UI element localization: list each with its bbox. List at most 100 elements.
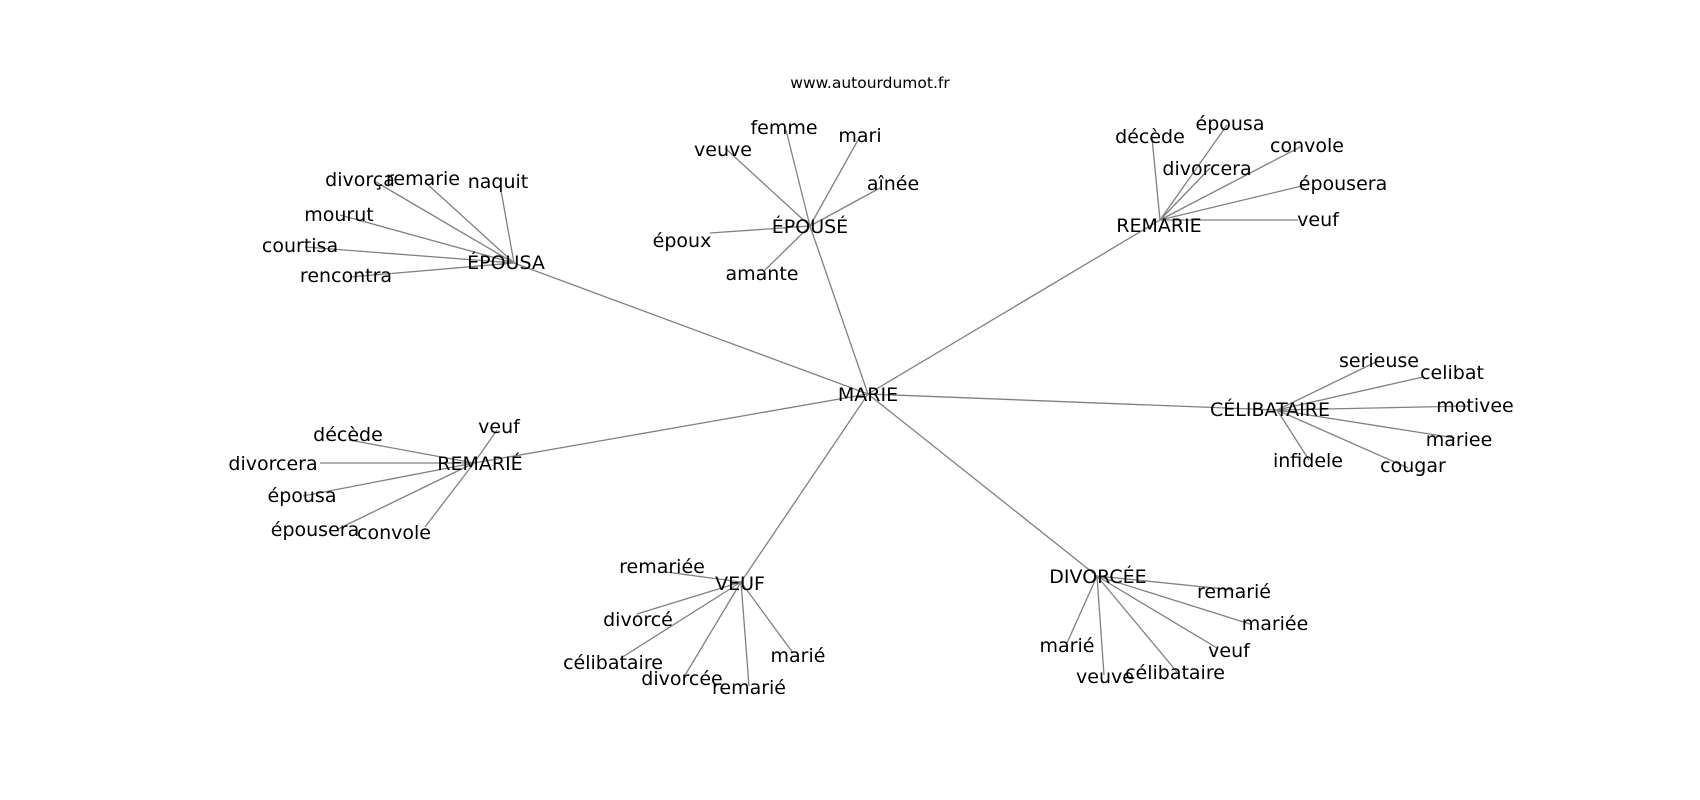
edge-center-epousa [513, 262, 869, 395]
leaf-node-celibataire-motivee[interactable]: motivee [1436, 395, 1513, 417]
leaf-node-epousa-remarie[interactable]: remarie [386, 168, 460, 190]
leaf-node-divorcee-veuf[interactable]: veuf [1208, 640, 1251, 662]
leaf-node-divorcee-celibataire[interactable]: célibataire [1125, 662, 1225, 684]
edge-epouse-amante [764, 225, 811, 271]
leaf-node-veuf-celibataire[interactable]: célibataire [563, 652, 663, 674]
hub-node-remarie[interactable]: REMARIE [1116, 215, 1201, 237]
hub-node-epouse[interactable]: ÉPOUSÉ [772, 215, 848, 238]
leaf-node-veuf-remarie[interactable]: remarié [712, 677, 786, 699]
edge-remarie-epousera [337, 462, 475, 530]
leaf-node-divorcee-mariee[interactable]: mariée [1242, 613, 1309, 635]
leaf-node-celibataire-cougar[interactable]: cougar [1380, 455, 1446, 477]
edge-epousa-remarie [424, 181, 515, 264]
leaf-node-remarie-convole[interactable]: convole [1270, 135, 1344, 157]
leaf-node-remarie-divorcera[interactable]: divorcera [228, 453, 317, 475]
leaf-node-celibataire-mariee[interactable]: mariee [1426, 429, 1493, 451]
edge-remarie-decede [348, 439, 475, 464]
edge-epouse-veuve [724, 147, 811, 227]
leaf-node-remarie-epousera[interactable]: épousera [271, 519, 359, 541]
edge-divorcee-veuf [1096, 575, 1218, 649]
leaf-node-veuf-divorce[interactable]: divorcé [603, 609, 673, 631]
edge-epousa-divorca [375, 181, 515, 264]
leaf-node-epousa-divorca[interactable]: divorça [325, 169, 395, 191]
edge-divorcee-remarie [1096, 575, 1235, 591]
edge-epouse-mari [809, 139, 859, 227]
leaf-node-remarie-veuf[interactable]: veuf [478, 416, 521, 438]
leaf-node-divorcee-remarie[interactable]: remarié [1197, 581, 1271, 603]
center-node[interactable]: MARIE [838, 384, 898, 406]
edge-celibataire-cougar [1276, 409, 1409, 469]
edge-epousa-rencontra [349, 262, 515, 278]
leaf-node-veuf-marie[interactable]: marié [771, 645, 826, 667]
leaf-node-celibataire-celibat[interactable]: celibat [1420, 362, 1484, 384]
edge-divorcee-veuve [1096, 575, 1105, 676]
leaf-node-celibataire-infidele[interactable]: infidele [1273, 450, 1343, 472]
edge-center-veuf [740, 393, 869, 583]
edge-epousa-courtisa [304, 246, 515, 264]
edge-remarie-convole [424, 462, 475, 528]
edge-epouse-epoux [709, 225, 811, 234]
edge-celibataire-mariee [1276, 409, 1456, 439]
edge-celibataire-celibat [1276, 376, 1424, 411]
edge-divorcee-marie [1066, 575, 1098, 644]
source-site-label[interactable]: www.autourdumot.fr [790, 74, 950, 92]
edge-divorcee-celibataire [1096, 575, 1178, 673]
edge-veuf-marie [740, 581, 794, 654]
edge-remarie-epousera [1159, 184, 1307, 221]
edge-veuf-remarie [740, 581, 750, 687]
leaf-node-epousa-rencontra[interactable]: rencontra [300, 265, 392, 287]
edge-remarie-epousa [302, 462, 475, 497]
leaf-node-remarie-epousa[interactable]: épousa [268, 485, 337, 507]
edge-divorcee-mariee [1096, 575, 1251, 625]
edge-epouse-ainee [809, 187, 881, 227]
graph-edges [302, 124, 1471, 687]
leaf-node-divorcee-veuve[interactable]: veuve [1076, 666, 1134, 688]
edge-celibataire-motivee [1276, 405, 1471, 411]
leaf-node-remarie-decede[interactable]: décède [313, 424, 383, 446]
leaf-node-veuf-remariee[interactable]: remariée [619, 556, 705, 578]
edge-veuf-celibataire [620, 581, 742, 659]
hub-node-remarie[interactable]: REMARIÉ [437, 452, 522, 475]
leaf-node-epouse-mari[interactable]: mari [838, 125, 881, 147]
leaf-node-celibataire-serieuse[interactable]: serieuse [1339, 350, 1419, 372]
leaf-node-remarie-divorcera[interactable]: divorcera [1162, 158, 1251, 180]
hub-node-epousa[interactable]: ÉPOUSA [467, 251, 545, 274]
edge-epousa-mourut [339, 214, 515, 264]
leaf-node-epousa-courtisa[interactable]: courtisa [262, 235, 338, 257]
edge-epousa-naquit [499, 184, 515, 264]
edge-veuf-remariee [665, 571, 742, 583]
edge-celibataire-serieuse [1276, 360, 1379, 411]
leaf-node-remarie-decede[interactable]: décède [1115, 126, 1185, 148]
leaf-node-epousa-mourut[interactable]: mourut [304, 204, 373, 226]
hub-node-veuf[interactable]: VEUF [715, 573, 765, 595]
leaf-node-epouse-ainee[interactable]: aînée [867, 173, 919, 195]
edge-remarie-decede [1151, 137, 1161, 221]
leaf-node-veuf-divorcee[interactable]: divorcée [641, 668, 722, 690]
edge-veuf-divorcee [683, 581, 742, 678]
edge-remarie-convole [1159, 145, 1303, 221]
leaf-node-epouse-epoux[interactable]: époux [653, 230, 712, 252]
edge-remarie-divorcera [1159, 167, 1211, 221]
leaf-node-divorcee-marie[interactable]: marié [1040, 635, 1095, 657]
leaf-node-remarie-epousa[interactable]: épousa [1196, 113, 1265, 135]
hub-node-celibataire[interactable]: CÉLIBATAIRE [1210, 398, 1330, 421]
edge-celibataire-infidele [1276, 409, 1310, 461]
edge-remarie-veuf [473, 429, 498, 464]
leaf-node-remarie-veuf[interactable]: veuf [1297, 209, 1340, 231]
leaf-node-epouse-amante[interactable]: amante [726, 263, 799, 285]
leaf-node-epouse-femme[interactable]: femme [750, 117, 817, 139]
leaf-node-remarie-epousera[interactable]: épousera [1299, 173, 1387, 195]
hub-node-divorcee[interactable]: DIVORCÉE [1049, 565, 1146, 588]
leaf-node-remarie-convole[interactable]: convole [357, 522, 431, 544]
edge-remarie-epousa [1159, 124, 1228, 221]
edge-center-epouse [809, 225, 869, 395]
leaf-node-epouse-veuve[interactable]: veuve [694, 139, 752, 161]
edge-epouse-femme [785, 129, 811, 227]
edge-center-divorcee [867, 393, 1098, 577]
leaf-node-epousa-naquit[interactable]: naquit [468, 171, 529, 193]
edge-center-remarie [867, 219, 1161, 395]
edge-center-remarie [473, 393, 869, 464]
edge-center-celibataire [867, 393, 1278, 411]
